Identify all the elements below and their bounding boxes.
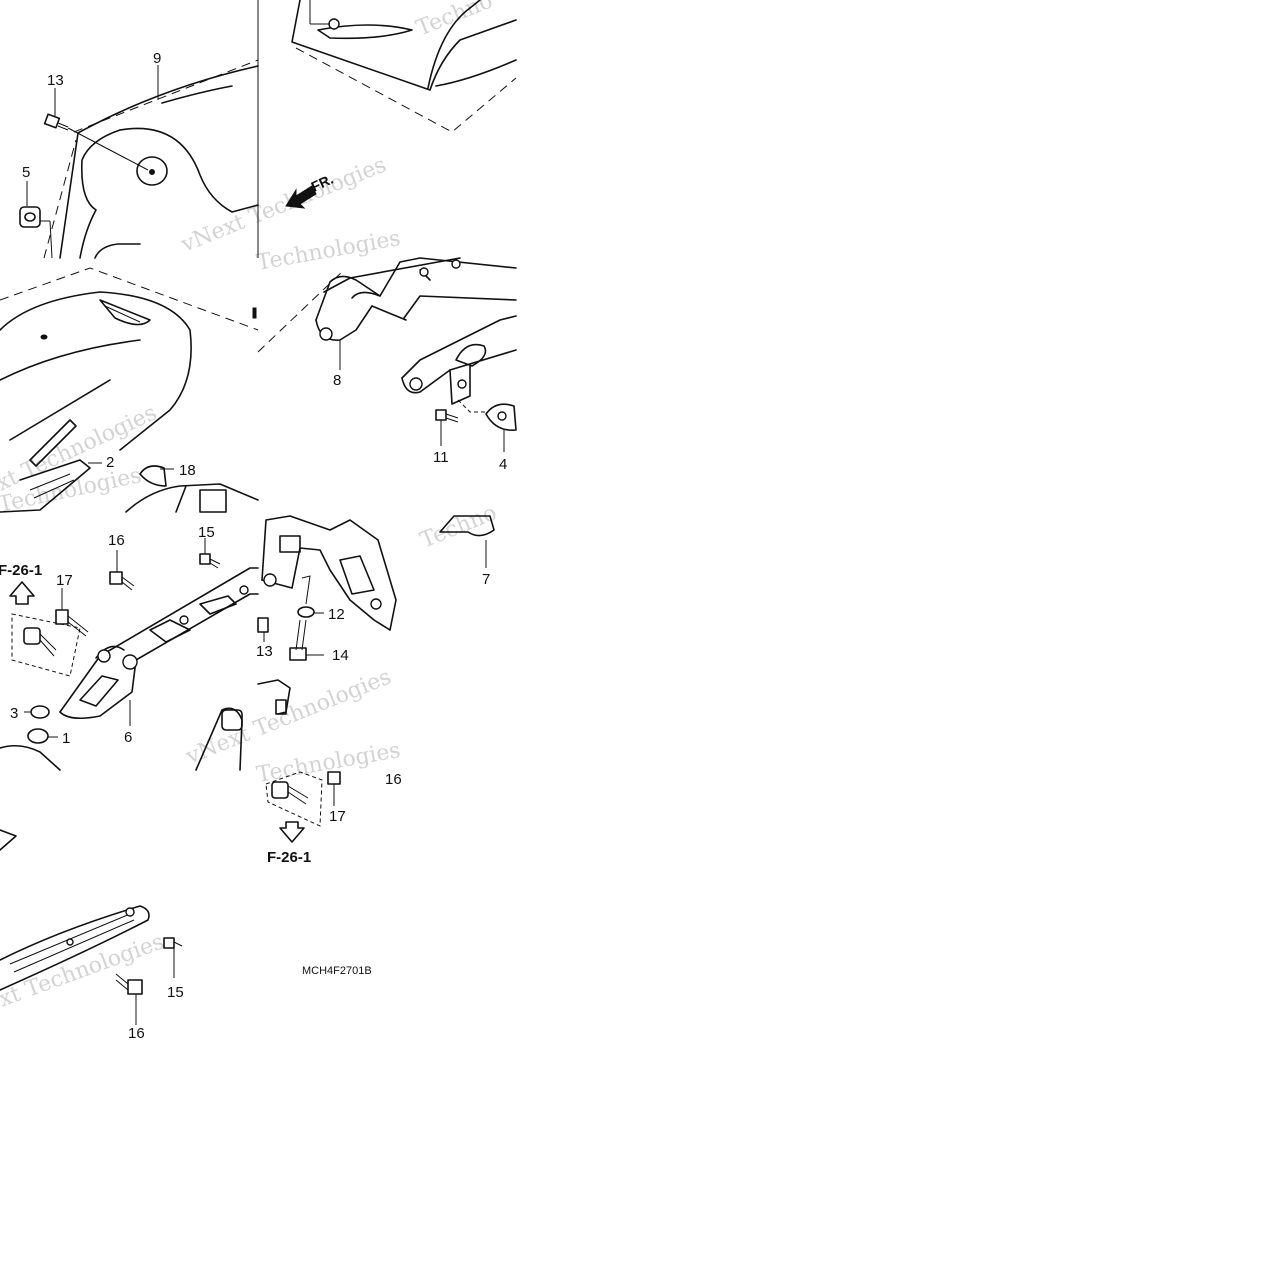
bolt-17 [55,588,89,637]
callout-12: 12 [328,606,345,623]
rear-cowl-part-9 [43,59,259,259]
clip-4 [457,399,517,452]
ref-label-bottom: F-26-1 [267,849,311,866]
callout-18: 18 [179,462,196,479]
bolt-group-bottom [265,771,341,827]
callout-16b: 16 [128,1025,145,1042]
nut-13b [257,617,269,642]
frame-lower [0,707,243,771]
callout-5: 5 [22,164,30,181]
ref-arrow-up [9,581,35,605]
callout-3: 3 [10,705,18,722]
bolt-16b [115,973,143,1025]
nut-5 [19,206,53,259]
callout-17: 17 [56,572,73,589]
callout-15b: 15 [167,984,184,1001]
seat-cowl-top [0,267,259,513]
callout-15: 15 [198,524,215,541]
callout-labels: 9 13 5 2 18 8 11 4 16 15 17 3 1 6 12 13 … [10,50,507,1042]
ref-label-top: F-26-1 [0,562,42,579]
collar-3 [24,705,50,719]
frame-start [125,483,259,513]
rear-bracket [261,515,397,631]
washer-12 [297,606,324,618]
callout-2: 2 [106,454,114,471]
callout-4: 4 [499,456,507,473]
diagram-code: MCH4F2701B [302,965,372,977]
callout-1: 1 [62,730,70,747]
callout-8: 8 [333,372,341,389]
watermark: Techno [413,0,496,42]
callout-17b: 17 [329,808,346,825]
side-rail-6 [59,567,259,720]
grab-bar-8 [257,257,517,405]
callout-14: 14 [332,647,349,664]
bolt-14 [289,619,324,661]
ref-arrow-down [279,821,305,843]
bolt-15 [199,538,221,569]
callout-6: 6 [124,729,132,746]
callout-9: 9 [153,50,161,67]
callout-13: 13 [47,72,64,89]
collar-group [11,613,81,677]
callout-16: 16 [108,532,125,549]
bolt-16 [109,550,135,591]
callout-7: 7 [482,571,490,588]
bolt-11 [435,409,459,446]
frame-mark [252,307,257,319]
connector [257,679,291,715]
bolt-15b [163,937,183,978]
rear-cowl-end [291,0,517,133]
watermark: Technologies [255,226,403,276]
bolt-13 [43,113,149,171]
lower-rail [0,829,150,991]
cowl-piece-7 [439,515,495,568]
callout-11: 11 [433,449,449,466]
watermark: Techno [417,500,500,553]
grommet-1 [27,728,58,744]
callout-16c: 16 [385,771,402,788]
callout-13b: 13 [256,643,273,660]
clip-18 [139,465,174,487]
